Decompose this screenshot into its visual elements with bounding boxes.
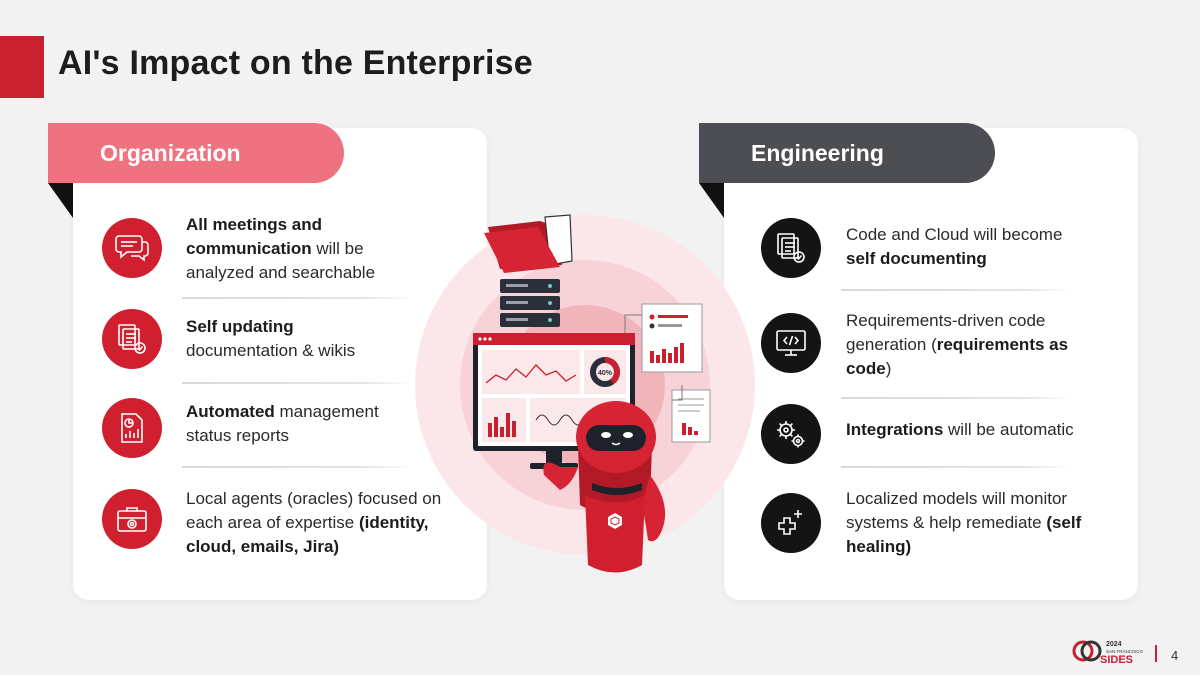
logo-city: SAN FRANCISCO [1106, 649, 1144, 654]
title-accent-bar [0, 36, 44, 98]
org-item-2-text: Self updating documentation & wikis [186, 315, 416, 363]
logo-brand: SIDES [1100, 654, 1133, 666]
org-item-4-rest: Local agents (oracles) focused on each a… [186, 489, 442, 532]
organization-tab-fold [48, 183, 73, 218]
donut-label: 40% [598, 370, 613, 377]
logo-year: 2024 [1106, 641, 1122, 648]
org-item-1-bold: All meetings and communication [186, 215, 323, 258]
eng-separator [841, 289, 1071, 291]
eng-item-1-text: Code and Cloud will become self document… [846, 223, 1086, 271]
documents-check-icon [761, 218, 821, 278]
engineering-tab-fold [699, 183, 724, 218]
eng-separator [841, 397, 1071, 399]
gears-icon [761, 404, 821, 464]
eng-separator [841, 466, 1071, 468]
org-separator [182, 297, 412, 299]
org-item-3-bold: Automated [186, 402, 275, 421]
eng-item-4-rest: Localized models will monitor systems & … [846, 489, 1068, 532]
chat-bubbles-icon [102, 218, 162, 278]
organization-tab: Organization [48, 123, 344, 183]
org-item-4-bold: (identity, cloud, emails, Jira) [186, 513, 429, 556]
folder-icon [484, 214, 573, 273]
org-item-2-bold: Self updating [186, 317, 294, 336]
eng-item-3-rest: will be automatic [943, 420, 1074, 439]
server-rack-icon [500, 279, 560, 327]
eng-item-3-text: Integrations will be automatic [846, 418, 1116, 442]
eng-item-2-after: ) [885, 359, 892, 378]
report-chart-icon [102, 398, 162, 458]
eng-item-1-bold: self documenting [846, 249, 987, 268]
eng-item-4-text: Localized models will monitor systems & … [846, 487, 1116, 559]
bsides-logo: 2024 SAN FRANCISCO SIDES [1072, 640, 1144, 666]
documents-check-icon [102, 309, 162, 369]
eng-item-3-bold: Integrations [846, 420, 944, 439]
org-item-3-rest: management status reports [186, 402, 379, 445]
robot-character [543, 401, 666, 573]
eng-item-2-text: Requirements-driven code generation (req… [846, 309, 1086, 381]
eng-item-2-rest: Requirements-driven code generation ( [846, 311, 1046, 354]
eng-item-4-bold: (self healing) [846, 513, 1082, 556]
footer-divider [1155, 645, 1157, 662]
chart-document-card [641, 303, 703, 373]
report-document-card [671, 389, 711, 443]
page-number: 4 [1171, 648, 1179, 663]
eng-item-2-bold: requirements as code [846, 335, 1069, 378]
slide-title: AI's Impact on the Enterprise [58, 44, 533, 82]
org-item-4-text: Local agents (oracles) focused on each a… [186, 487, 466, 559]
org-separator [182, 466, 412, 468]
ai-robot-illustration: 40% [415, 214, 755, 573]
healing-plus-icon [761, 493, 821, 553]
briefcase-gear-icon [102, 489, 162, 549]
engineering-tab: Engineering [699, 123, 995, 183]
eng-item-1-rest: Code and Cloud will become [846, 225, 1063, 244]
org-item-2-rest: documentation & wikis [186, 341, 356, 360]
monitor-code-icon [761, 313, 821, 373]
org-item-1-rest: will be analyzed and searchable [186, 239, 376, 282]
org-separator [182, 382, 412, 384]
org-item-1-text: All meetings and communication will be a… [186, 213, 416, 285]
org-item-3-text: Automated management status reports [186, 400, 416, 448]
